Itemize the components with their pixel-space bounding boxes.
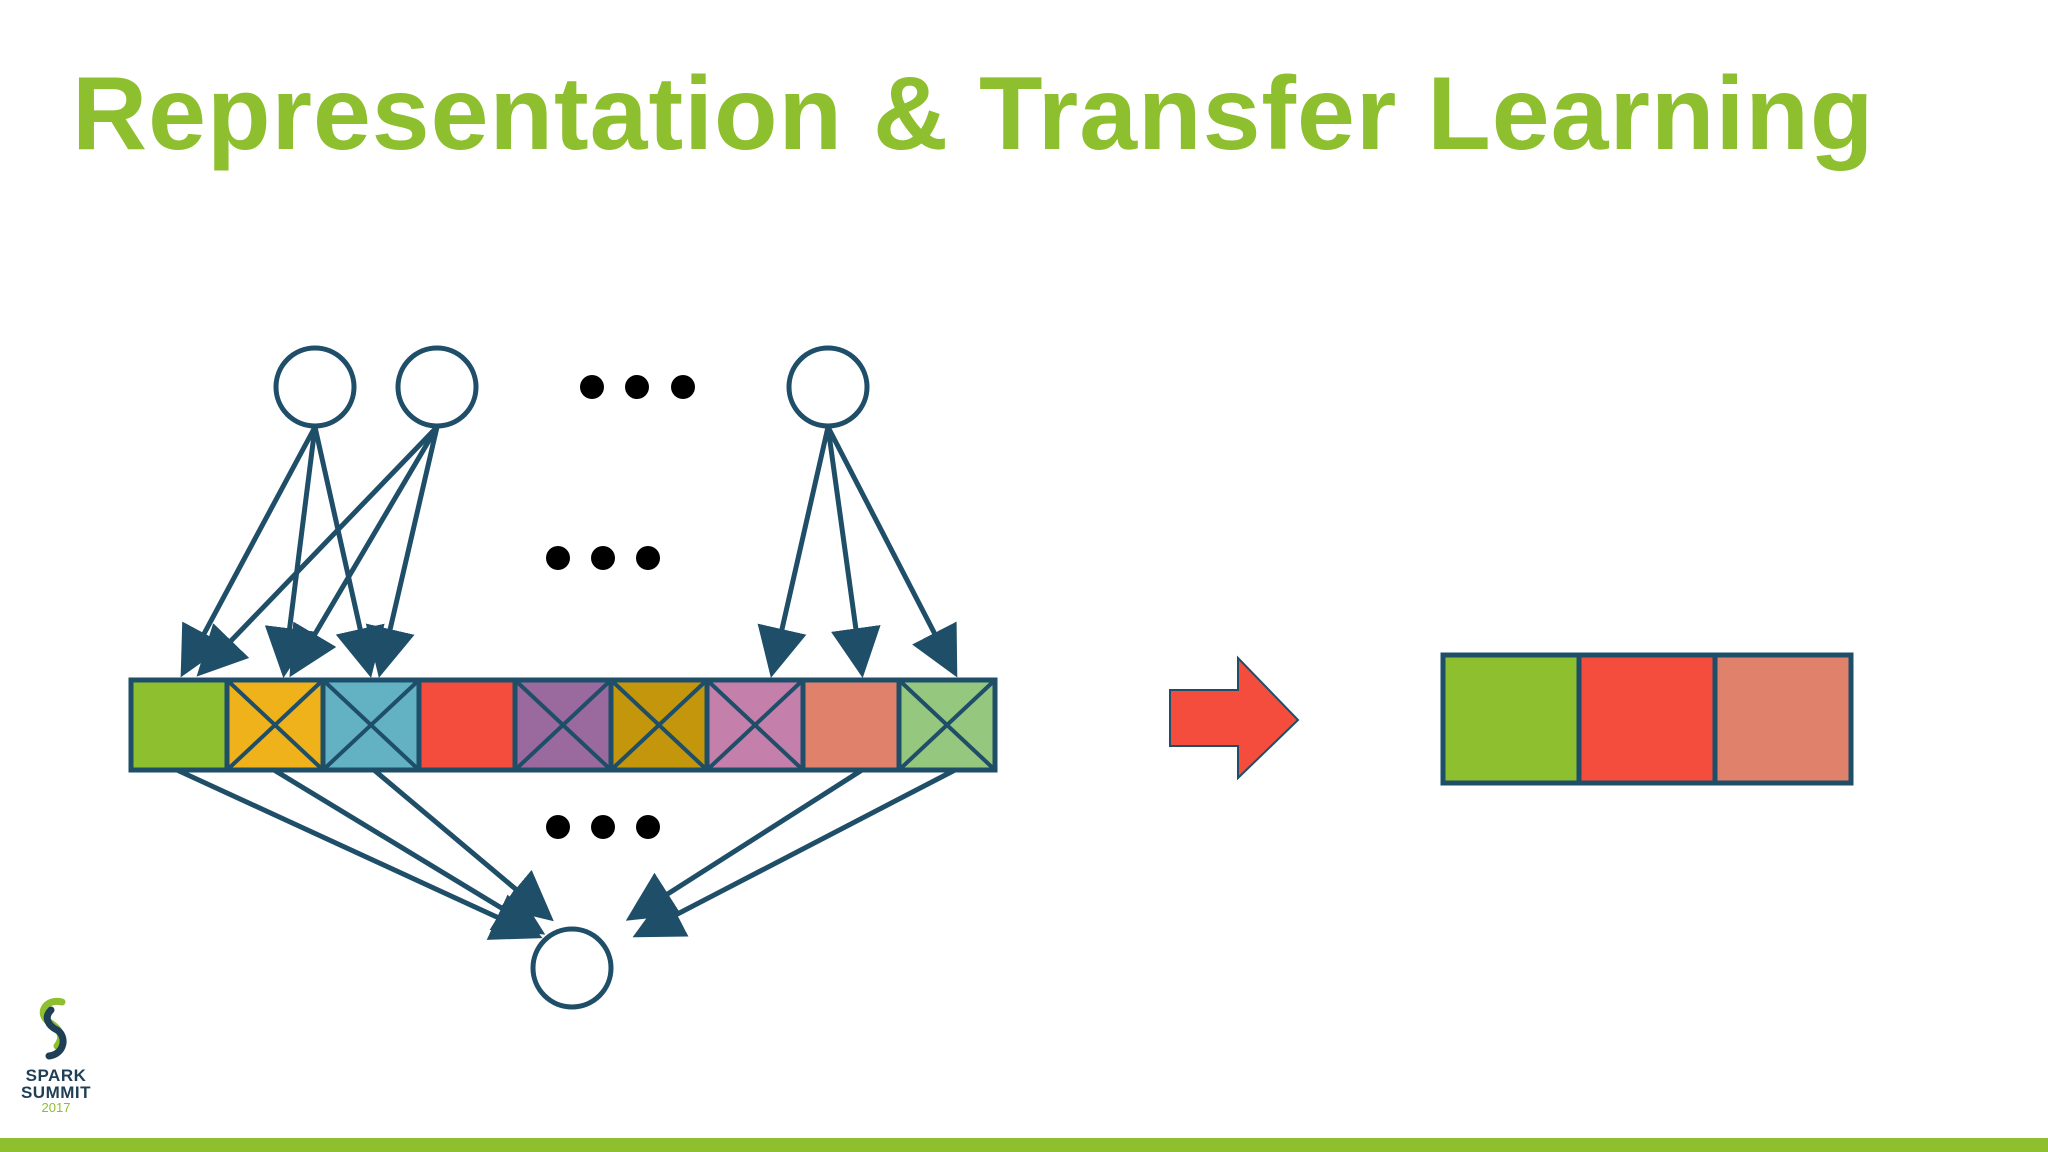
feature-cell [608, 677, 710, 773]
feature-cell [416, 677, 518, 773]
feature-cell [320, 677, 422, 773]
ellipsis-middle [546, 546, 660, 570]
output-node [530, 926, 614, 1010]
input-arrows [180, 425, 958, 678]
input-node [395, 345, 479, 429]
feature-cell [512, 677, 614, 773]
input-node [273, 345, 357, 429]
input-node [786, 345, 870, 429]
ellipsis-top [580, 375, 695, 399]
selected-cell [1440, 652, 1582, 786]
ellipsis-bottom [546, 815, 660, 839]
output-arrows [175, 767, 957, 940]
selected-representation [1440, 652, 1854, 786]
feature-cell [224, 677, 326, 773]
selected-cell [1576, 652, 1718, 786]
transfer-arrow [1169, 655, 1300, 781]
spark-logo-icon [39, 997, 67, 1060]
logo-line-1: SPARK [25, 1066, 87, 1085]
bottom-accent-bar [0, 1138, 2048, 1152]
feature-cell [704, 677, 806, 773]
feature-cell [800, 677, 902, 773]
feature-cell [128, 677, 230, 773]
selected-cell [1712, 652, 1854, 786]
logo-year: 2017 [41, 1100, 71, 1115]
logo-line-2: SUMMIT [20, 1083, 92, 1102]
feature-cell [896, 677, 998, 773]
slide-title: Representation & Transfer Learning [72, 56, 1875, 172]
feature-vector [128, 677, 998, 773]
spark-summit-logo: SPARK SUMMIT 2017 [18, 996, 94, 1115]
